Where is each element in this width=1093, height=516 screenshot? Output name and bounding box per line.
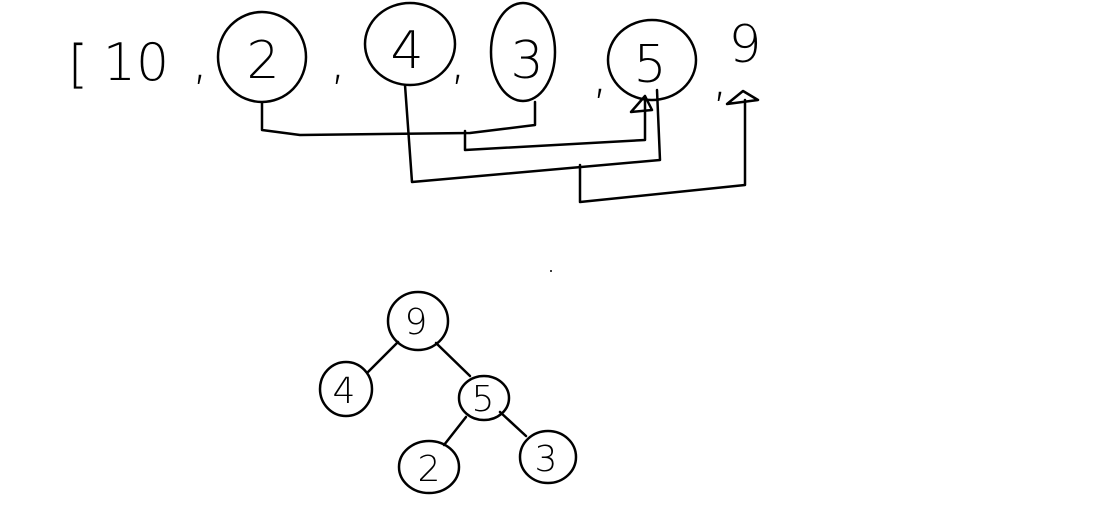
array-row: [ 10 , 2 , 4 , 3 , 5 , 9: [68, 1, 762, 204]
node-left-label: 4: [333, 371, 356, 412]
node-right-right: [518, 429, 578, 485]
connector-to-5: [463, 98, 647, 152]
open-bracket: [: [68, 35, 88, 95]
array-item-4: 4: [390, 21, 423, 81]
arrow-head-9: [725, 89, 760, 106]
array-item-3: 3: [510, 31, 543, 91]
comma: ,: [330, 31, 347, 91]
node-right: [457, 374, 511, 422]
connector-to-9: [578, 98, 747, 204]
circle-5: [606, 18, 698, 102]
node-right-right-label: 3: [535, 439, 558, 480]
edge-5-2: [442, 415, 468, 447]
array-item-10: 10: [103, 33, 169, 93]
dot: [550, 270, 552, 272]
connector-4-5: [403, 83, 662, 184]
node-right-left: [397, 439, 461, 495]
edge-9-4: [366, 340, 400, 374]
circle-3: [489, 1, 557, 103]
edge-9-5: [434, 341, 472, 378]
array-item-9: 9: [728, 15, 761, 75]
comma: ,: [592, 45, 609, 105]
connector-2-3: [260, 100, 537, 137]
node-right-left-label: 2: [418, 449, 441, 490]
node-right-label: 5: [472, 379, 495, 420]
array-item-2: 2: [246, 31, 279, 91]
node-root-label: 9: [405, 302, 428, 343]
edge-5-3: [498, 410, 528, 438]
array-item-5: 5: [633, 35, 666, 95]
comma: ,: [712, 48, 729, 108]
comma: ,: [192, 31, 209, 91]
binary-tree: 9 4 5 2 3: [318, 290, 578, 495]
node-root: [386, 290, 450, 352]
arrow-head-5: [629, 94, 654, 114]
node-left: [318, 360, 374, 418]
circle-4: [363, 1, 457, 87]
